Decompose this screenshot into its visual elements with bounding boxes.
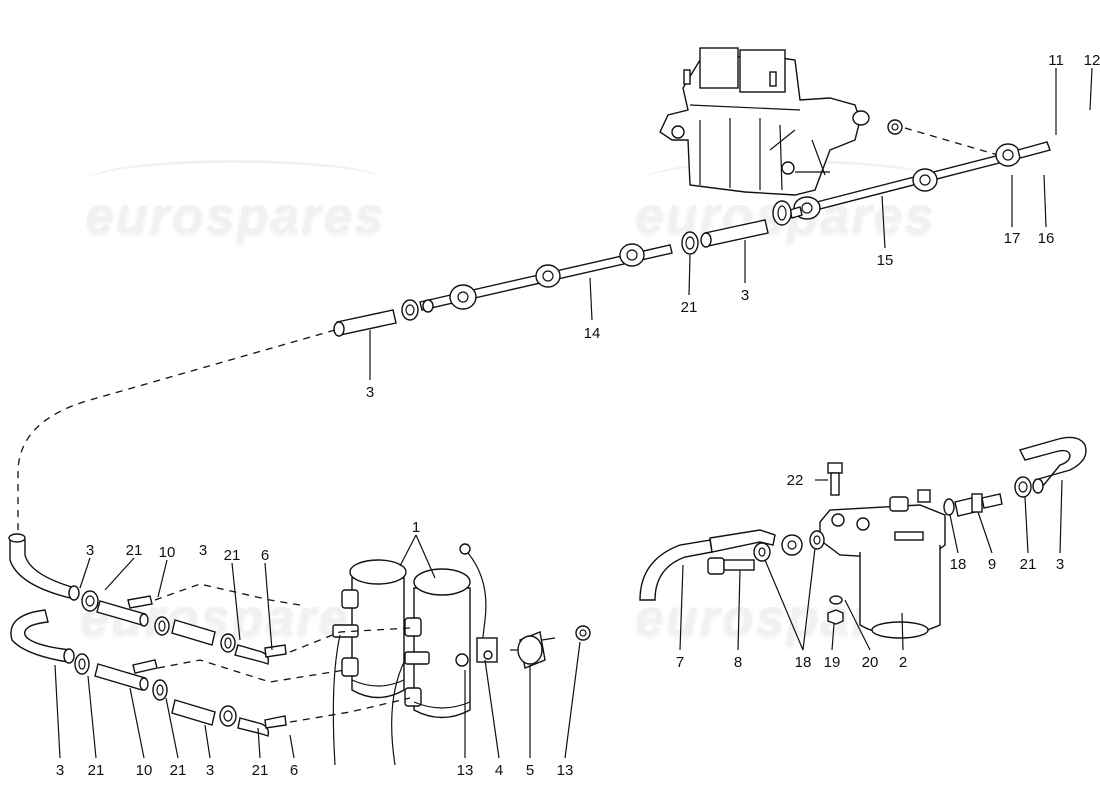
leader-lines [54,67,1093,759]
washer-carb [887,119,903,135]
callout-c-19: 19 [823,654,841,671]
callout-c-2: 2 [898,654,908,671]
washers-18 [753,530,825,562]
hose-3-filter [1018,436,1087,494]
carburettor [659,47,870,196]
callout-c-21a: 21 [680,299,698,316]
t-piece-10-upper [96,595,153,627]
fuel-pump-1-rear [404,568,471,719]
hose-3-lower-short [171,699,216,726]
pump-wire-2 [391,659,406,766]
callout-c-18a: 18 [949,556,967,573]
bolt-22 [815,462,843,496]
callout-c-10b: 10 [135,762,153,779]
hose-clamp-21-f [219,705,237,727]
nut-19 [827,609,844,625]
callout-c-21d: 21 [87,762,105,779]
callout-c-8: 8 [733,654,743,671]
hose-3-mid [336,309,397,336]
callout-c-7: 7 [675,654,685,671]
fuel-line-7 [639,529,803,601]
callout-c-17: 17 [1003,230,1021,247]
hose-3-upper-left [8,533,80,601]
hose-clamp-21-a [81,590,99,612]
callout-c-22: 22 [786,472,804,489]
hose-clamp-21-top [681,231,699,255]
fuel-line-15 [780,141,1051,220]
callout-c-18b: 18 [794,654,812,671]
callout-c-11: 11 [1048,52,1064,69]
nut-13-right [575,625,591,641]
callout-c-10a: 10 [158,544,176,561]
hose-clamp-21-d [74,653,90,675]
callout-c-6a: 6 [260,547,270,564]
hose-clamp-21-filter [1014,476,1032,498]
hose-clamp-21-left-mid [401,299,419,321]
callout-c-16: 16 [1037,230,1055,247]
elbow-6-upper [234,644,287,665]
hose-3-top [704,219,769,247]
fuel-pump-1-front [332,559,407,699]
callout-c-21c: 21 [223,547,241,564]
callout-c-3b: 3 [740,287,750,304]
callout-c-3d: 3 [198,542,208,559]
callout-c-13a: 13 [456,762,474,779]
fuel-line-14 [419,243,673,313]
callout-c-3g: 3 [1055,556,1065,573]
callout-c-15: 15 [876,252,894,269]
hose-clamp-21-top-right [772,200,792,226]
callout-c-21g: 21 [1019,556,1037,573]
callout-c-4: 4 [494,762,504,779]
rubber-mount-5 [510,631,556,669]
spring-washer-20 [829,595,843,605]
union-9 [943,493,1003,517]
t-piece-10-lower [94,659,158,691]
hose-3-upper-short [171,619,216,646]
banjo-bolt-8 [707,557,755,575]
earth-strap-4 [459,543,498,663]
callout-c-21e: 21 [169,762,187,779]
callout-c-14: 14 [583,325,601,342]
callout-c-21b: 21 [125,542,143,559]
callout-c-3f: 3 [205,762,215,779]
hose-clamp-21-c [220,633,236,653]
hose-3-lower-left [10,609,75,664]
elbow-6-lower [237,715,287,737]
callout-c-9: 9 [987,556,997,573]
pump-wire-1 [332,634,341,766]
callout-c-13b: 13 [556,762,574,779]
callout-c-20: 20 [861,654,879,671]
hose-clamp-21-e [152,679,168,701]
callout-c-3c: 3 [85,542,95,559]
callout-c-3a: 3 [365,384,375,401]
callout-c-21f: 21 [251,762,269,779]
callout-c-6b: 6 [289,762,299,779]
fuel-filter-2 [819,489,946,639]
callout-c-1: 1 [411,519,421,536]
callout-c-3e: 3 [55,762,65,779]
hose-clamp-21-b [154,616,170,636]
callout-c-5: 5 [525,762,535,779]
callout-c-12: 12 [1083,52,1100,69]
